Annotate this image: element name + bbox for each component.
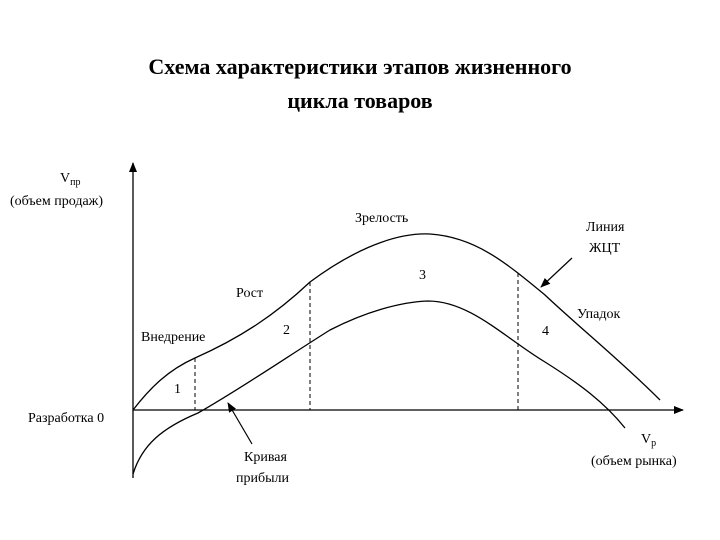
lifecycle-line-label-1: Линия [586,220,625,235]
stage-label-decline: Упадок [577,307,621,322]
y-axis-label: Vпр [60,171,80,188]
stage-number-1: 1 [174,382,181,397]
stage-number-3: 3 [419,268,426,283]
stage-label-growth: Рост [236,286,263,301]
origin-label: Разработка 0 [28,411,104,426]
profit-curve-label-2: прибыли [236,471,290,486]
profit-curve [132,300,626,475]
stage-number-4: 4 [542,324,549,339]
title-line-2: цикла товаров [287,88,433,113]
lifecycle-line-label-2: ЖЦТ [589,241,621,256]
x-axis-caption: (объем рынка) [591,454,677,469]
stage-label-maturity: Зрелость [355,211,408,226]
profit-curve-pointer [227,402,253,445]
profit-curve-label-1: Кривая [244,450,287,465]
x-axis-label: Vр [641,432,656,449]
stage-number-2: 2 [283,323,290,338]
x-axis-label-subscript: р [651,438,656,449]
stage-label-introduction: Внедрение [141,330,205,345]
y-axis-label-subscript: пр [70,177,80,188]
lifecycle-line-pointer [540,257,573,288]
page-title: Схема характеристики этапов жизненного ц… [0,50,720,118]
y-axis-caption: (объем продаж) [10,194,103,209]
title-line-1: Схема характеристики этапов жизненного [148,54,572,79]
